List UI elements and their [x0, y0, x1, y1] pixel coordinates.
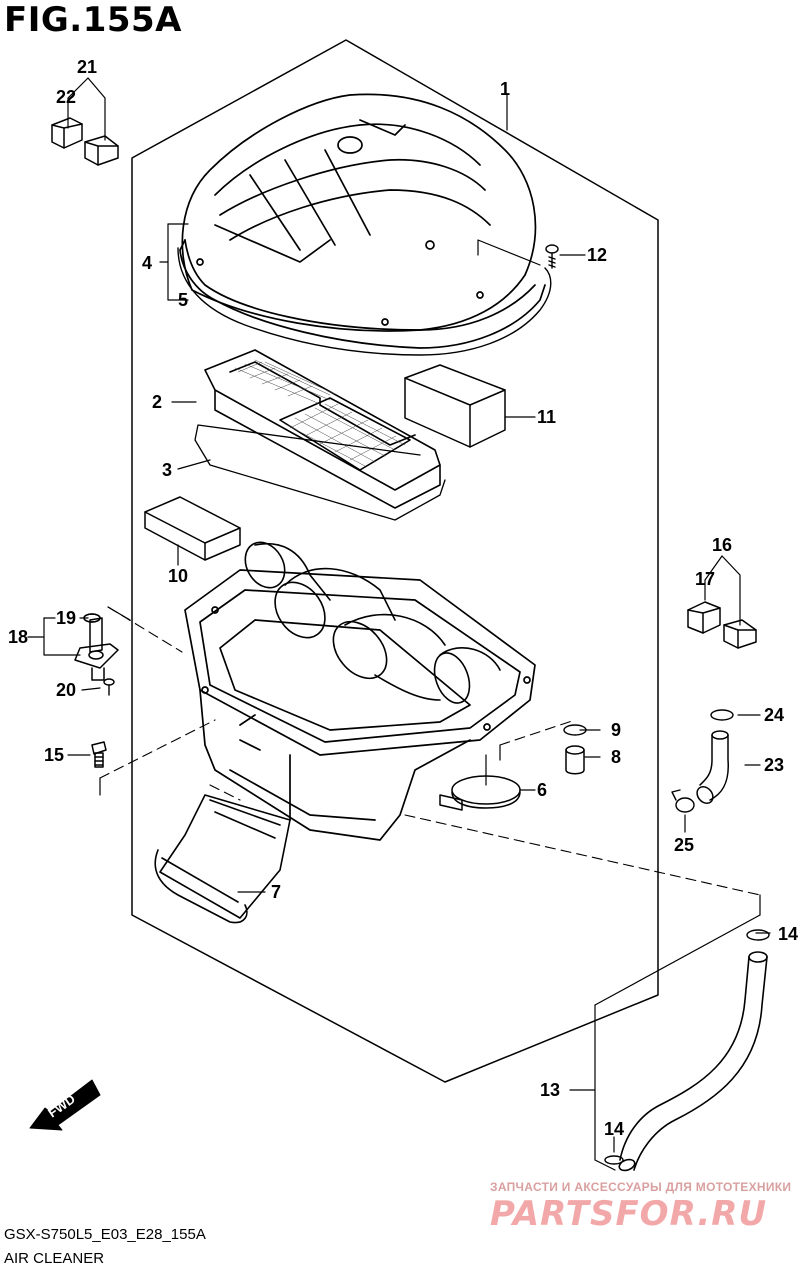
connector-21-22	[51, 117, 119, 166]
callout-4: 4	[142, 253, 153, 273]
watermark-brand: PARTSFOR.RU	[490, 1194, 768, 1234]
figure-title: FIG.155A	[4, 0, 182, 40]
bolt	[91, 741, 107, 768]
clip-14-upper	[746, 929, 770, 941]
figure-name: AIR CLEANER	[4, 1250, 105, 1267]
filter-mesh	[234, 359, 406, 467]
connector-16-17	[687, 601, 757, 649]
callout-14-upper: 14	[778, 924, 799, 944]
clip-14-lower	[604, 1155, 624, 1165]
callout-1: 1	[500, 79, 511, 99]
callout-10: 10	[168, 566, 189, 586]
callout-5: 5	[178, 290, 189, 310]
watermark-tagline: ЗАПЧАСТИ И АКСЕССУАРЫ ДЛЯ МОТОТЕХНИКИ	[490, 1180, 792, 1194]
fwd-arrow-icon: FWD	[29, 1079, 101, 1131]
callout-22: 22	[56, 87, 77, 107]
filter-seal	[194, 424, 446, 521]
air-filter-element	[204, 349, 441, 509]
callout-9: 9	[611, 720, 622, 740]
intake-funnels	[244, 541, 501, 704]
drain-hose	[618, 951, 768, 1172]
hose-clamp	[671, 789, 695, 813]
callout-23: 23	[764, 755, 785, 775]
callout-16: 16	[712, 535, 733, 555]
cover-seal	[177, 247, 552, 356]
screw	[545, 244, 559, 269]
callout-2: 2	[152, 392, 163, 412]
clip-24	[710, 709, 734, 721]
cap	[565, 745, 585, 775]
leader-lines	[27, 77, 771, 1153]
clamp	[439, 775, 521, 811]
callout-13: 13	[540, 1080, 561, 1100]
figure-code: GSX-S750L5_E03_E28_155A	[4, 1226, 206, 1243]
sponge-block-small	[144, 496, 241, 561]
callout-21: 21	[77, 57, 98, 77]
callout-25: 25	[674, 835, 695, 855]
callout-15: 15	[44, 745, 65, 765]
air-cleaner-case	[184, 569, 536, 841]
o-ring	[83, 613, 101, 623]
group-brackets	[99, 606, 761, 1171]
clip-9	[563, 724, 587, 736]
callout-12: 12	[587, 245, 608, 265]
intake-duct	[154, 794, 291, 924]
callout-18: 18	[8, 627, 29, 647]
elbow-hose	[696, 730, 729, 804]
air-cleaner-cover	[179, 93, 546, 349]
fitting	[74, 613, 119, 681]
callout-24: 24	[764, 705, 785, 725]
callout-8: 8	[611, 747, 622, 767]
callout-7: 7	[271, 882, 282, 902]
dashed-centerlines	[99, 606, 761, 896]
callout-6: 6	[537, 780, 548, 800]
callout-14-lower: 14	[604, 1119, 625, 1139]
small-screw	[103, 678, 115, 696]
callout-20: 20	[56, 680, 77, 700]
callout-19: 19	[56, 608, 77, 628]
sponge-block	[404, 364, 506, 448]
callout-17: 17	[695, 569, 716, 589]
callout-3: 3	[162, 460, 173, 480]
assembly-outline	[131, 39, 659, 1083]
callout-11: 11	[537, 407, 557, 427]
